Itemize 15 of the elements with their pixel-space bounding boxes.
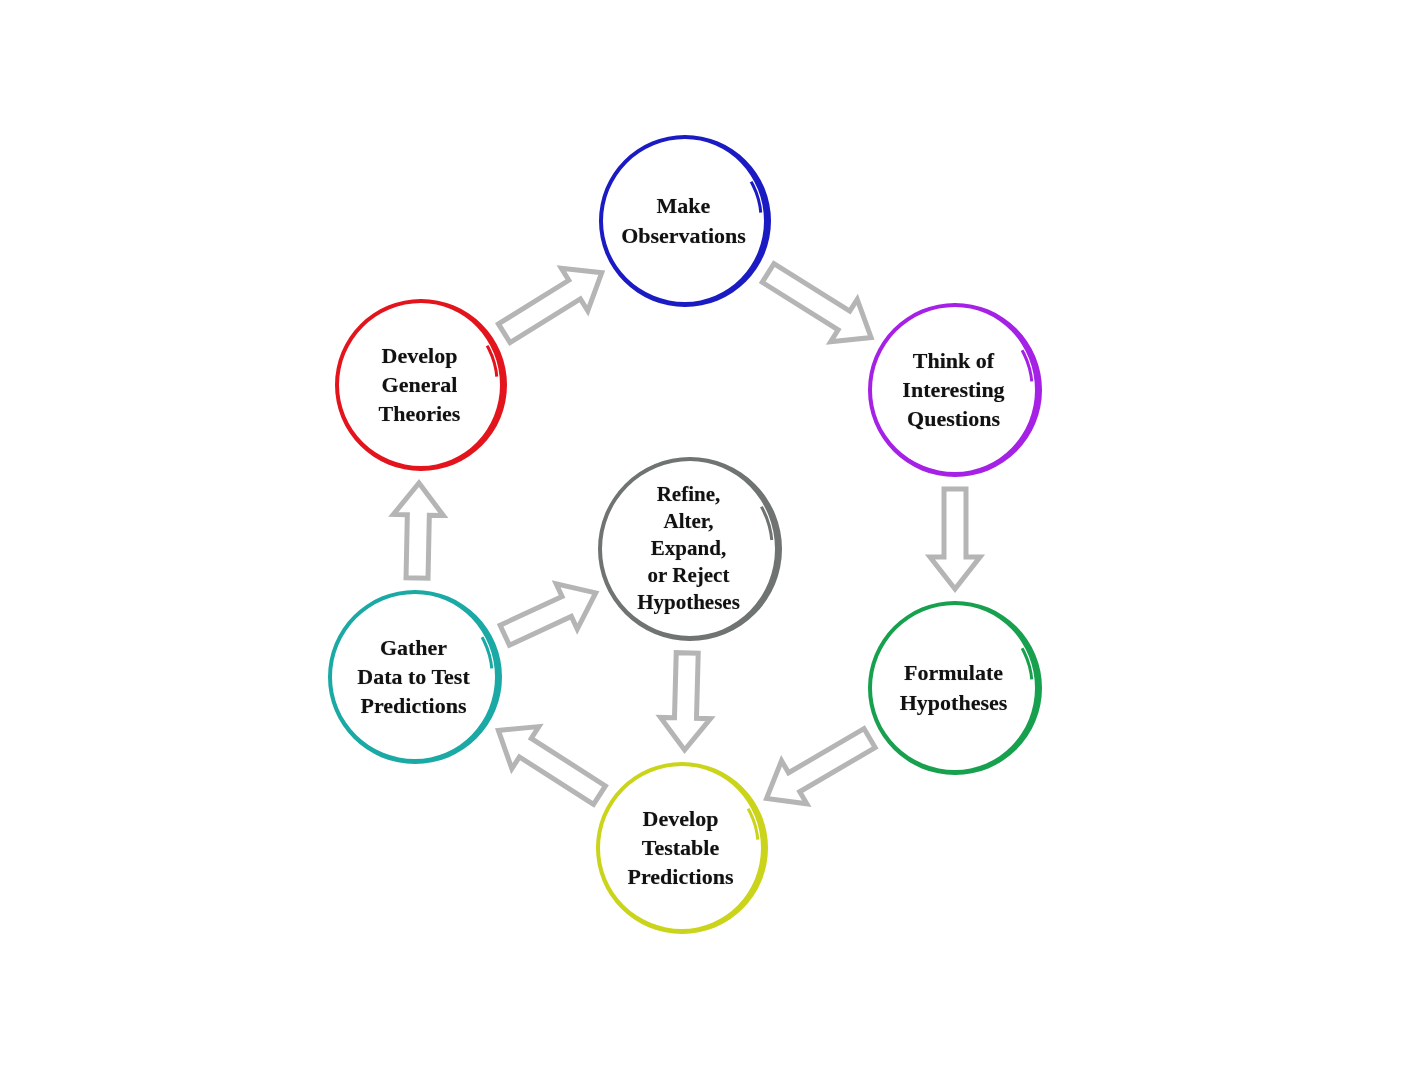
block-arrow: [655, 650, 716, 755]
step-label: Refine, Alter, Expand, or Reject Hypotheses: [637, 481, 740, 616]
block-arrow: [494, 723, 609, 808]
step-label: Develop General Theories: [378, 342, 461, 428]
block-arrow: [495, 265, 606, 347]
block-arrow: [924, 486, 986, 594]
block-arrow: [388, 478, 449, 581]
step-label: Make Observations: [621, 191, 746, 250]
step-label: Formulate Hypotheses: [899, 658, 1008, 717]
block-arrow: [763, 725, 879, 807]
step-label: Think of Interesting Questions: [902, 347, 1005, 433]
block-arrow: [496, 580, 600, 649]
step-label: Develop Testable Predictions: [627, 805, 734, 891]
block-arrow: [758, 260, 875, 345]
step-label: Gather Data to Test Predictions: [357, 634, 470, 720]
